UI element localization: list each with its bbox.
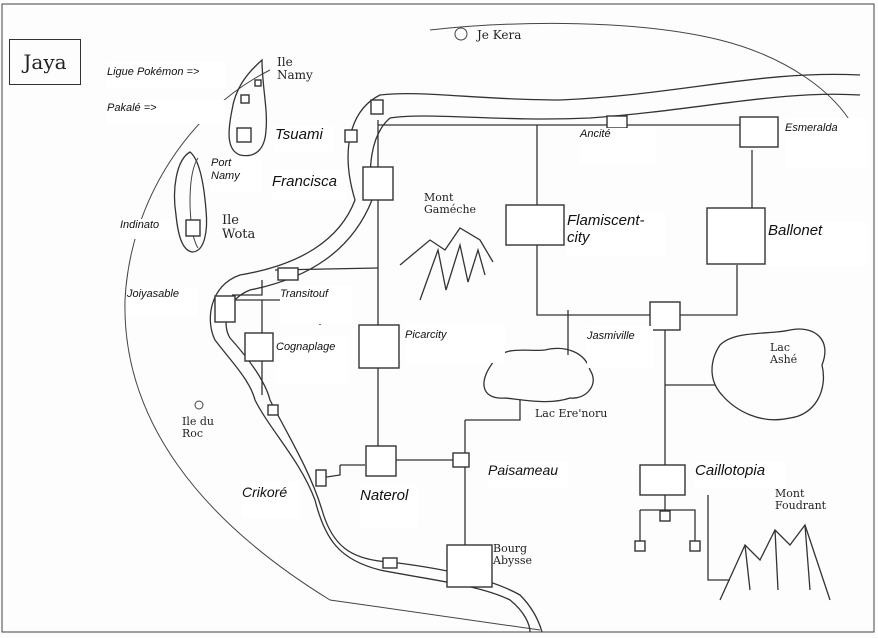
map-title: Jaya	[9, 39, 81, 85]
town-esmeralda-marker[interactable]	[739, 116, 779, 148]
town-markers	[214, 99, 779, 588]
label-ile-du-roc[interactable]: Ile du Roc	[182, 415, 214, 441]
label-joiyasable[interactable]: Joiyasable	[127, 288, 197, 316]
town-paisameau-marker[interactable]	[452, 452, 470, 468]
town-jasmiville-marker[interactable]	[649, 301, 681, 331]
label-ballonet[interactable]: Ballonet	[768, 222, 868, 266]
map-border	[1, 3, 875, 633]
town-tsuami-marker[interactable]	[344, 129, 358, 143]
town-port-namy-marker[interactable]	[236, 127, 252, 143]
town-indinato-marker[interactable]	[185, 219, 201, 237]
label-indinato[interactable]: Indinato	[120, 219, 175, 239]
mont-gameche-drawing	[399, 227, 494, 301]
ile-namy-outline	[228, 58, 268, 157]
town-francisca-marker[interactable]	[362, 166, 394, 201]
town-ballonet-marker[interactable]	[706, 207, 766, 265]
label-picarcity[interactable]: Picarcity	[405, 325, 505, 363]
label-caillotopia[interactable]: Caillotopia	[695, 462, 785, 488]
label-ancite[interactable]: Ancité	[580, 128, 656, 164]
label-tsuami[interactable]: Tsuami	[275, 126, 333, 152]
label-je-kera[interactable]: Je Kera	[477, 28, 522, 42]
island-outline	[124, 22, 861, 631]
ile-du-roc-icon	[194, 400, 204, 410]
town-naterol-marker[interactable]	[365, 445, 397, 477]
label-bourg-abysse[interactable]: Bourg Abysse	[493, 542, 532, 568]
label-jasmiville[interactable]: Jasmiville	[587, 326, 653, 368]
label-port-namy[interactable]: Port Namy	[211, 157, 261, 193]
label-esmeralda[interactable]: Esmeralda	[785, 118, 868, 168]
label-pakale: Pakalé =>	[107, 100, 225, 124]
ile-wota-outline	[173, 151, 208, 253]
label-crikore[interactable]: Crikoré	[242, 482, 300, 518]
label-transitouf[interactable]: Transitouf	[280, 286, 352, 324]
label-naterol[interactable]: Naterol	[360, 485, 418, 527]
label-lac-ashe[interactable]: Lac Ashé	[770, 341, 798, 367]
lac-ashe-outline	[711, 328, 826, 421]
town-picarcity-marker[interactable]	[358, 324, 400, 369]
town-ancite-marker[interactable]	[606, 115, 628, 129]
label-mont-gameche[interactable]: Mont Gaméche	[424, 191, 477, 217]
town-flamiscent-marker[interactable]	[505, 204, 565, 246]
label-cognaplage[interactable]: Cognaplage	[276, 337, 348, 383]
mont-foudrant-drawing	[719, 523, 831, 601]
label-flamiscent-city[interactable]: Flamiscent- city	[567, 212, 665, 256]
town-crikore-marker[interactable]	[315, 469, 327, 487]
label-ligue-pokemon: Ligue Pokémon =>	[107, 62, 225, 88]
label-ile-wota[interactable]: Ile Wota	[222, 213, 256, 243]
je-kera-icon	[454, 27, 468, 41]
town-joiyasable-marker[interactable]	[214, 295, 236, 323]
town-bourg-abysse-marker[interactable]	[446, 544, 493, 588]
town-caillotopia-marker[interactable]	[639, 464, 686, 496]
label-francisca[interactable]: Francisca	[272, 170, 347, 201]
town-transitouf-marker[interactable]	[277, 267, 299, 281]
label-mont-foudrant[interactable]: Mont Foudrant	[775, 487, 827, 513]
label-lac-ere-noru[interactable]: Lac Ere'noru	[535, 407, 608, 420]
label-paisameau[interactable]: Paisameau	[488, 462, 568, 488]
town-cognaplage-marker[interactable]	[244, 332, 274, 362]
lac-ere-noru-outline	[483, 347, 594, 403]
northern-coast	[209, 73, 861, 633]
label-ile-namy[interactable]: Ile Namy	[277, 55, 313, 83]
